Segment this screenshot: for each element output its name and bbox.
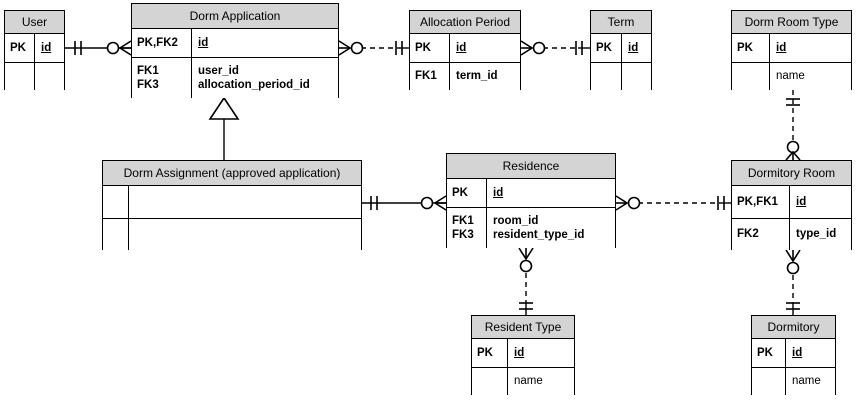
- attribute-value-cell: name: [514, 375, 543, 388]
- entity-title-resident-type: Resident Type: [472, 316, 574, 339]
- attribute-value-cell: type_id: [796, 228, 837, 241]
- relationship-dorm-room-type-to-dormitory-room: [785, 90, 801, 161]
- relationship-dormitory-room-to-dormitory: [785, 249, 801, 315]
- relationship-allocation-period-to-term: [520, 40, 590, 56]
- attribute-row: PK id: [447, 179, 615, 208]
- attribute-key-cell: [472, 368, 508, 395]
- attribute-row: [103, 219, 361, 250]
- attribute-key-cell: [732, 63, 770, 90]
- entity-title-dorm-room-type: Dorm Room Type: [732, 11, 851, 34]
- entity-title-dorm-application: Dorm Application: [132, 4, 338, 29]
- attribute-key-cell: PK,FK1: [732, 186, 790, 218]
- attribute-key-cell: PK: [732, 34, 770, 62]
- attribute-value-cell: term_id: [456, 70, 498, 83]
- attribute-key-cell: FK2: [732, 219, 790, 250]
- relationship-dorm-application-to-allocation-period: [338, 40, 409, 56]
- attribute-value-cell: [129, 186, 361, 218]
- attribute-key-cell: PK: [447, 179, 487, 207]
- attribute-row: FK2 type_id: [732, 219, 851, 250]
- attribute-value-cell: id: [493, 186, 504, 199]
- entity-title-dormitory: Dormitory: [752, 316, 835, 339]
- entity-dorm-assignment[interactable]: Dorm Assignment (approved application): [102, 160, 362, 250]
- entity-title-dormitory-room: Dormitory Room: [732, 161, 851, 186]
- entity-title-allocation-period: Allocation Period: [410, 11, 520, 34]
- attribute-value-cell: [129, 219, 361, 250]
- attribute-row: name: [752, 368, 835, 395]
- attribute-key-cell: [5, 63, 35, 90]
- attribute-value-cell: name: [792, 375, 821, 388]
- attribute-row: PK id: [732, 34, 851, 63]
- relationship-inheritance-dorm-assignment: [208, 96, 240, 160]
- relationship-dorm-assignment-to-residence: [362, 195, 447, 211]
- attribute-value-cell: id: [776, 41, 787, 54]
- attribute-row: [591, 63, 651, 90]
- relationship-user-to-dorm-application: [65, 40, 132, 56]
- attribute-row: name: [732, 63, 851, 90]
- attribute-key-cell: PK: [591, 34, 622, 62]
- attribute-key-cell: PK: [752, 339, 786, 367]
- attribute-key-cell: FK1: [410, 63, 450, 90]
- attribute-row: PK id: [5, 34, 64, 63]
- attribute-key-cell: [591, 63, 622, 90]
- attribute-key-cell: [103, 219, 129, 250]
- entity-title-user: User: [5, 11, 64, 34]
- attribute-row: [5, 63, 64, 90]
- attribute-row: PK id: [591, 34, 651, 63]
- attribute-value-cell: id: [41, 41, 52, 54]
- attribute-key-cell: PK: [410, 34, 450, 62]
- attribute-key-cell: [752, 368, 786, 395]
- attribute-row: PK,FK2 id: [132, 29, 338, 58]
- attribute-value-cell: id: [514, 346, 525, 359]
- attribute-row: FK1 term_id: [410, 63, 520, 90]
- attribute-value-cell: id: [796, 195, 807, 208]
- attribute-row: name: [472, 368, 574, 395]
- attribute-value-cell: [622, 63, 651, 90]
- entity-title-residence: Residence: [447, 154, 615, 179]
- attribute-value-cell: [35, 63, 64, 90]
- relationship-residence-to-dormitory-room: [615, 195, 731, 211]
- entity-title-term: Term: [591, 11, 651, 34]
- attribute-value-cell: name: [776, 70, 805, 83]
- attribute-value-cell: id: [628, 41, 639, 54]
- attribute-key-cell: PK: [5, 34, 35, 62]
- attribute-row: PK id: [410, 34, 520, 63]
- relationship-residence-to-resident-type: [518, 247, 534, 315]
- attribute-row: [103, 186, 361, 219]
- attribute-value-cell: id: [456, 41, 467, 54]
- attribute-key-cell: PK,FK2: [132, 29, 192, 57]
- attribute-row: PK,FK1 id: [732, 186, 851, 219]
- attribute-key-cell: [103, 186, 129, 218]
- entity-title-dorm-assignment: Dorm Assignment (approved application): [103, 161, 361, 186]
- attribute-row: PK id: [752, 339, 835, 368]
- attribute-value-cell: id: [198, 36, 209, 49]
- attribute-key-cell: PK: [472, 339, 508, 367]
- attribute-value-cell: id: [792, 346, 803, 359]
- attribute-row: PK id: [472, 339, 574, 368]
